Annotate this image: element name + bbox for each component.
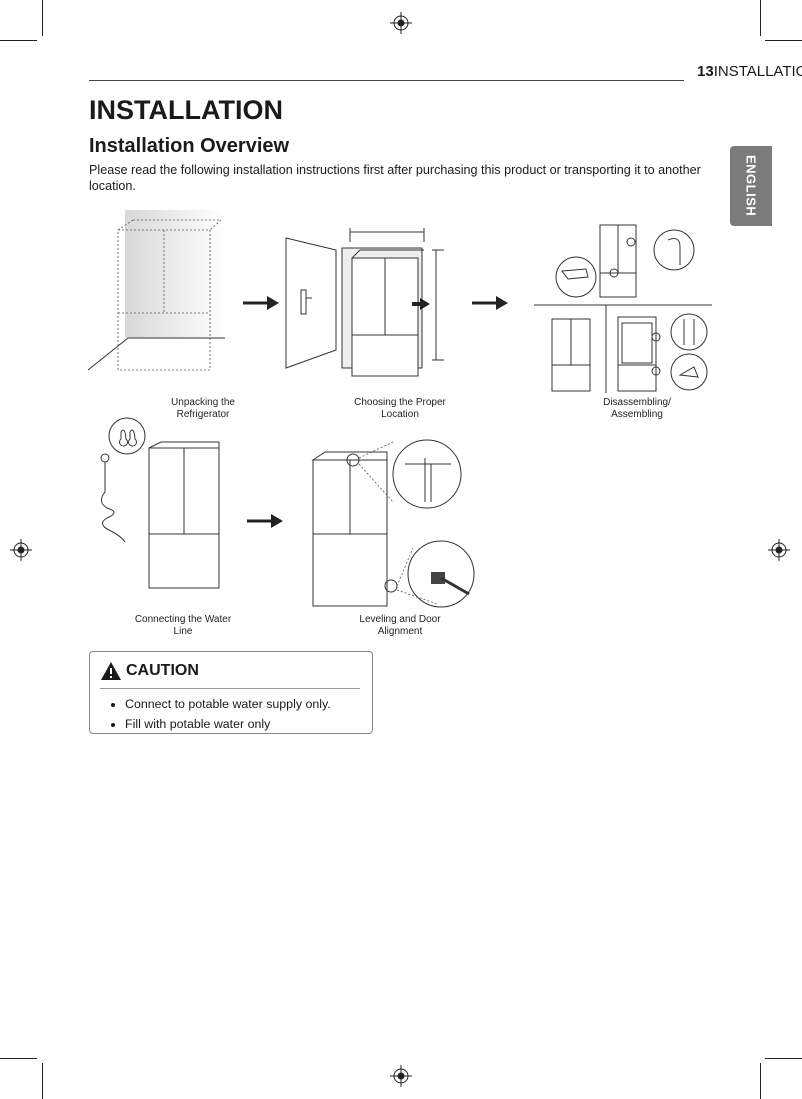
caution-header: CAUTION — [100, 661, 199, 681]
arrow-right-icon — [472, 296, 508, 310]
page-title: INSTALLATION — [89, 95, 283, 126]
arrow-right-icon — [247, 514, 283, 528]
registration-mark-icon — [390, 1065, 412, 1087]
crop-mark — [760, 1063, 761, 1099]
disassembly-illustration — [534, 215, 714, 395]
header-rule — [89, 80, 684, 81]
registration-mark-icon — [390, 12, 412, 34]
unpacking-illustration — [88, 208, 228, 378]
caution-title: CAUTION — [126, 662, 199, 680]
section-subtitle: Installation Overview — [89, 135, 289, 158]
step-caption-disassembling: Disassembling/Assembling — [577, 397, 697, 421]
arrow-right-icon — [243, 296, 279, 310]
warning-triangle-icon — [100, 661, 122, 681]
crop-mark — [42, 1063, 43, 1099]
caution-box: CAUTION Connect to potable water supply … — [89, 651, 373, 734]
registration-mark-icon — [10, 539, 32, 561]
caution-item: Fill with potable water only — [125, 714, 331, 734]
page-number: 13 — [697, 63, 714, 80]
intro-text: Please read the following installation i… — [89, 162, 709, 194]
crop-mark — [765, 1058, 802, 1059]
language-tab: ENGLISH — [730, 146, 772, 226]
caution-divider — [100, 688, 360, 689]
caution-item: Connect to potable water supply only. — [125, 694, 331, 714]
section-name: INSTALLATIO — [714, 63, 802, 80]
crop-mark — [0, 1058, 37, 1059]
caution-list: Connect to potable water supply only. Fi… — [105, 694, 331, 734]
water-line-illustration — [95, 412, 225, 597]
crop-mark — [765, 40, 802, 41]
leveling-illustration — [305, 438, 480, 608]
registration-mark-icon — [768, 539, 790, 561]
location-illustration — [284, 220, 454, 385]
crop-mark — [42, 0, 43, 36]
crop-mark — [0, 40, 37, 41]
crop-mark — [760, 0, 761, 36]
language-tab-label: ENGLISH — [744, 155, 759, 216]
page-header: 13INSTALLATIO — [697, 63, 802, 80]
